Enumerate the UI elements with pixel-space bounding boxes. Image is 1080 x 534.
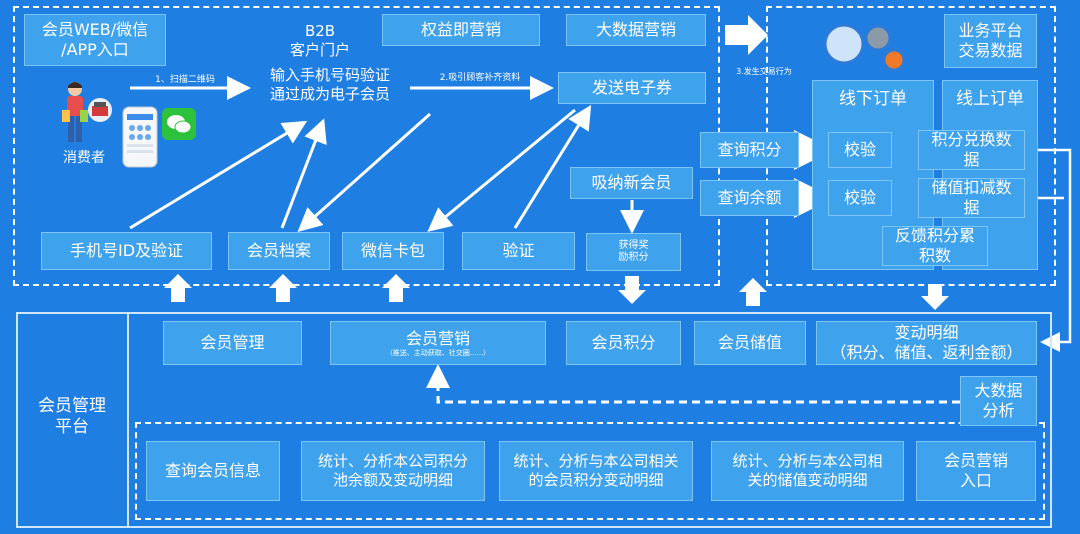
gears-icon (822, 20, 912, 76)
member-marketing-note: （推送、主动获取、社交圈......） (385, 348, 491, 357)
member-entry-box[interactable]: 会员WEB/微信 /APP入口 (24, 14, 166, 66)
platform-frame (16, 312, 1052, 528)
stats-region (135, 422, 1045, 520)
step1-label: 1、扫描二维码 (155, 75, 215, 85)
marketing-entry-box[interactable]: 会员营销 入口 (916, 441, 1036, 501)
stat2-box[interactable]: 统计、分析与本公司相关 的会员积分变动明细 (499, 441, 693, 501)
benefit-marketing-box[interactable]: 权益即营销 (382, 14, 540, 46)
stat1-box[interactable]: 统计、分析本公司积分 池余额及变动明细 (301, 441, 485, 501)
verify-phone-text: 输入手机号码验证 通过成为电子会员 (269, 66, 390, 103)
absorb-member-box[interactable]: 吸纳新会员 (570, 167, 693, 199)
wechat-card-box[interactable]: 微信卡包 (342, 232, 444, 270)
member-points-box[interactable]: 会员积分 (566, 321, 681, 365)
bigdata-marketing-box[interactable]: 大数据营销 (566, 14, 706, 46)
b2b-title: B2B (304, 22, 336, 40)
consumer-label: 消费者 (63, 150, 105, 166)
feedback-points-box[interactable]: 反馈积分累 积数 (882, 226, 988, 266)
earn-points-box[interactable]: 获得奖 励积分 (586, 233, 681, 271)
online-order-label: 线上订单 (956, 89, 1024, 109)
platform-title: 会员管理 平台 (38, 396, 106, 438)
query-balance-box[interactable]: 查询余额 (700, 180, 799, 216)
query-member-box[interactable]: 查询会员信息 (146, 441, 280, 501)
wechat-icon (162, 108, 196, 140)
member-mgmt-box[interactable]: 会员管理 (163, 321, 302, 365)
step3-label: 3.发生交易行为 (736, 67, 792, 76)
block-arrow-step3 (725, 15, 768, 55)
member-marketing-label: 会员营销 (405, 328, 470, 348)
member-file-box[interactable]: 会员档案 (228, 232, 330, 270)
stat3-box[interactable]: 统计、分析与本公司相 关的储值变动明细 (711, 441, 904, 501)
verify-box[interactable]: 验证 (462, 232, 575, 270)
stored-deduct-box[interactable]: 储值扣减数 据 (918, 178, 1025, 218)
member-marketing-box[interactable]: 会员营销 （推送、主动获取、社交圈......） (330, 321, 546, 365)
check2-box[interactable]: 校验 (828, 180, 892, 216)
step2-label: 2.吸引顾客补齐资料 (439, 73, 521, 83)
big-data-analysis-box[interactable]: 大数据 分析 (960, 376, 1037, 426)
check1-box[interactable]: 校验 (828, 132, 892, 168)
business-platform-box[interactable]: 业务平台 交易数据 (944, 14, 1037, 68)
platform-divider (127, 312, 129, 528)
send-coupon-box[interactable]: 发送电子券 (558, 72, 706, 104)
points-exchange-box[interactable]: 积分兑换数 据 (918, 130, 1025, 170)
query-points-box[interactable]: 查询积分 (700, 132, 799, 168)
offline-order-label: 线下订单 (839, 89, 907, 109)
change-detail-box[interactable]: 变动明细 （积分、储值、返利金额） (816, 321, 1037, 365)
phone-id-box[interactable]: 手机号ID及验证 (41, 232, 212, 270)
b2b-subtitle: 客户门户 (289, 41, 350, 59)
member-stored-box[interactable]: 会员储值 (694, 321, 806, 365)
smartphone-icon (122, 106, 158, 168)
consumer-figure-icon (58, 80, 114, 150)
